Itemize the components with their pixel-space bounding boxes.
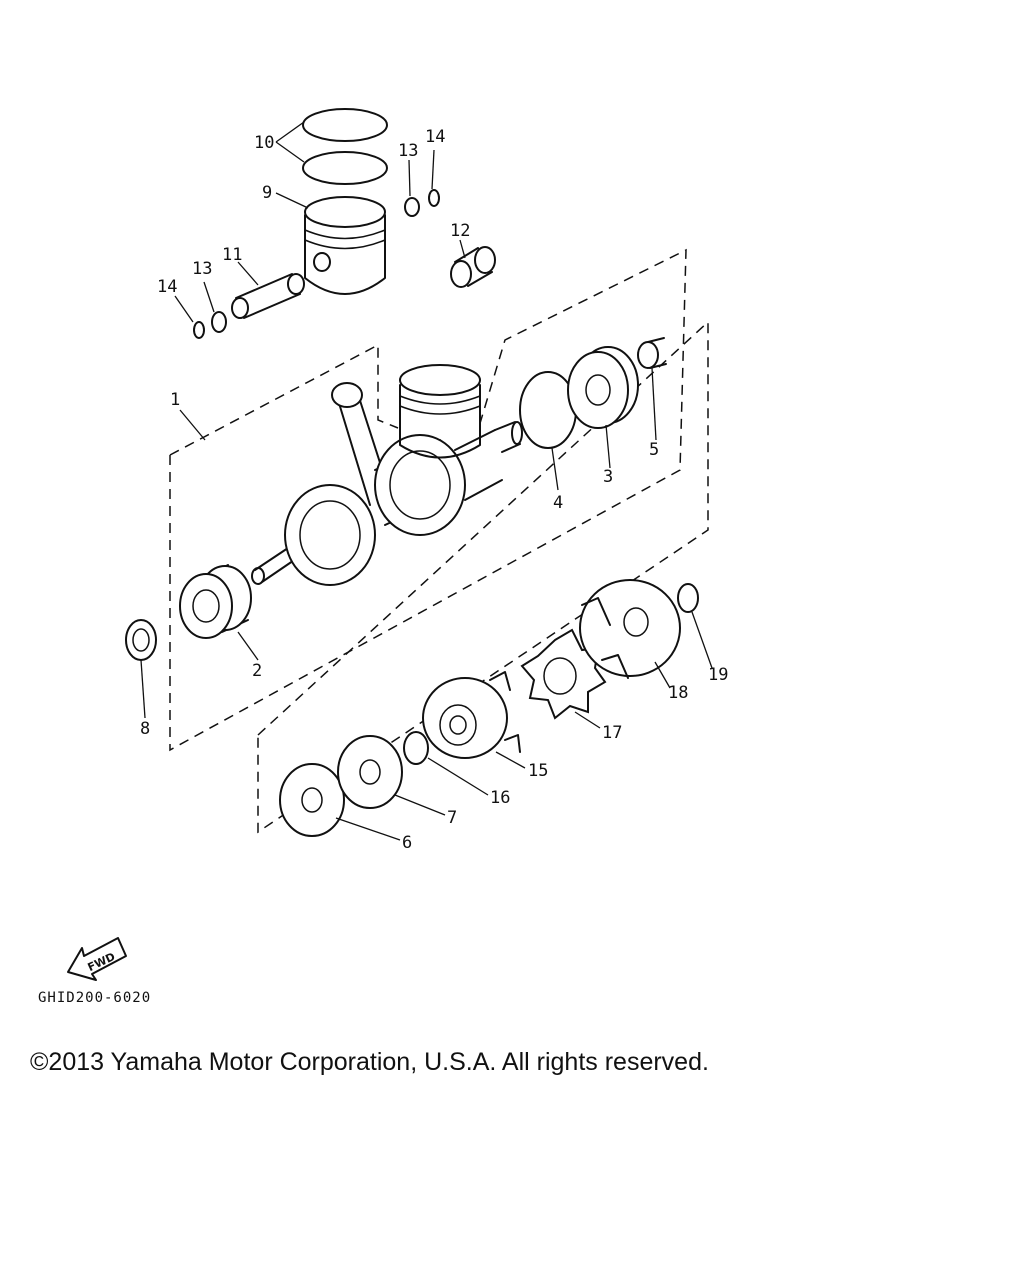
piston-pin (231, 273, 305, 319)
piston-rings (302, 108, 388, 185)
callout-12: 12 (450, 221, 470, 241)
crankshaft-assembly-boundary (169, 248, 687, 752)
cover-plate-6 (279, 763, 345, 837)
callout-3: 3 (603, 467, 613, 487)
oil-seal (125, 619, 157, 661)
drive-assembly-boundary (257, 320, 709, 834)
circlip-left-14 (193, 321, 205, 339)
cover-plate-7 (337, 735, 403, 809)
callout-2: 2 (252, 661, 262, 681)
callout-13-right: 13 (398, 141, 418, 161)
callout-19: 19 (708, 665, 728, 685)
callout-7: 7 (447, 808, 457, 828)
callout-labels: 1 2 3 4 5 6 7 8 9 10 11 12 13 13 14 14 1… (140, 127, 728, 853)
callout-13-left: 13 (192, 259, 212, 279)
callout-5: 5 (649, 440, 659, 460)
main-bearing-left (179, 564, 252, 639)
fwd-arrow-icon: FWD (67, 937, 127, 981)
callout-1: 1 (170, 390, 180, 410)
callout-14-right: 14 (425, 127, 445, 147)
callout-14-left: 14 (157, 277, 177, 297)
callout-18: 18 (668, 683, 688, 703)
piston (304, 196, 386, 295)
callout-6: 6 (402, 833, 412, 853)
callout-10: 10 (254, 133, 274, 153)
diagram-code: GHID200-6020 (38, 990, 152, 1006)
callout-16: 16 (490, 788, 510, 808)
collar (637, 337, 667, 369)
callout-15: 15 (528, 761, 548, 781)
needle-bearing (450, 246, 496, 288)
circlip-right-14 (428, 189, 440, 207)
callout-8: 8 (140, 719, 150, 739)
crankshaft (251, 364, 523, 586)
circlip-right-13 (404, 197, 420, 217)
callout-17: 17 (602, 723, 622, 743)
o-ring-19 (677, 583, 699, 613)
copyright-notice: ©2013 Yamaha Motor Corporation, U.S.A. A… (30, 1048, 709, 1076)
o-ring-16 (403, 731, 429, 765)
callout-4: 4 (553, 493, 563, 513)
leader-lines (140, 121, 713, 841)
callout-9: 9 (262, 183, 272, 203)
callout-11: 11 (222, 245, 242, 265)
coupling-hub (422, 671, 521, 759)
main-bearing-right (567, 346, 639, 429)
circlip-left-13 (211, 311, 227, 333)
damper (520, 628, 607, 720)
coupling (579, 579, 681, 679)
